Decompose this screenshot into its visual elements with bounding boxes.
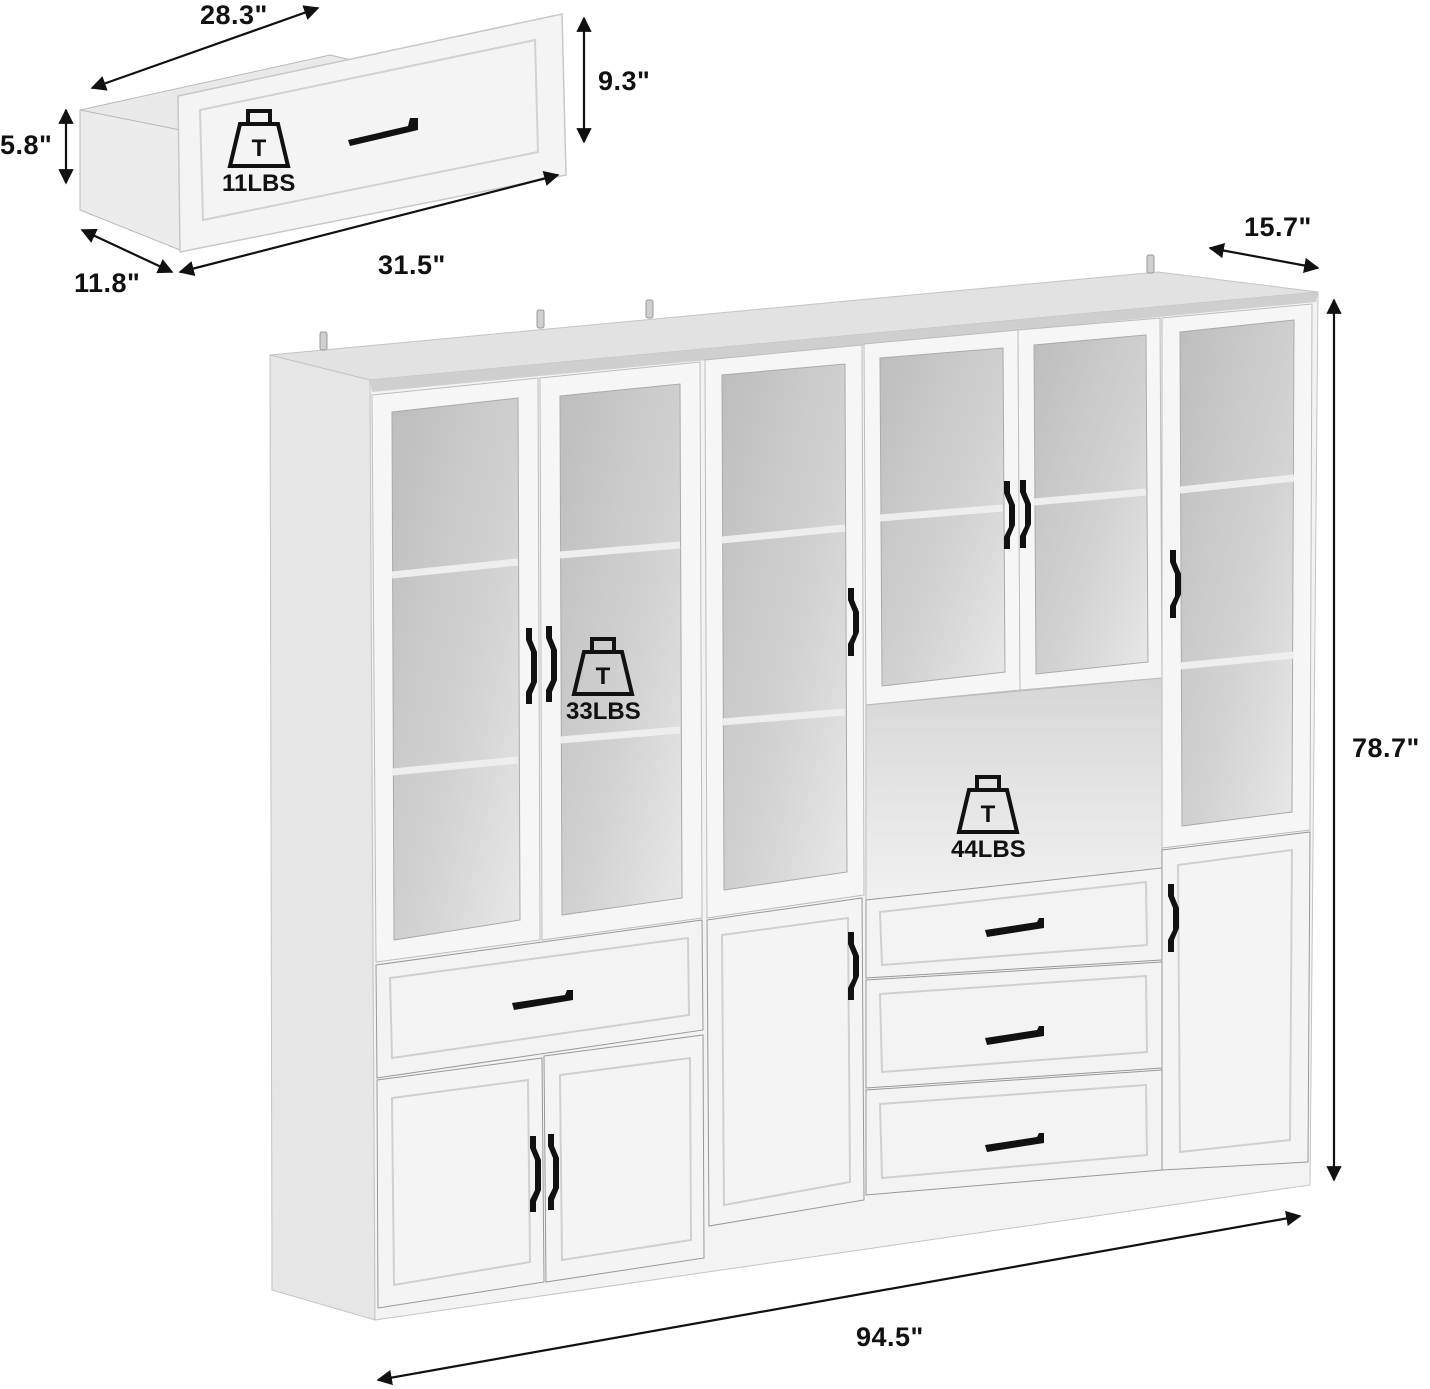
weight-icon: T (956, 775, 1020, 834)
weight-label: 11LBS (222, 170, 296, 197)
cabinet-dimension-lines (376, 242, 1342, 1386)
dim-label-drawer-inner-height: 5.8" (0, 130, 53, 160)
middle-tall-module (704, 344, 865, 1227)
dim-label-drawer-top-depth: 28.3" (200, 0, 268, 30)
weight-label: 33LBS (566, 698, 641, 725)
drawer-detail (79, 13, 567, 253)
wall-brackets (319, 254, 1155, 351)
weight-badge-open-shelf: T 44LBS (951, 774, 1026, 862)
dim-label-drawer-side-depth: 11.8" (74, 268, 141, 298)
drawer-handle (985, 1133, 1044, 1152)
dim-label-cabinet-height: 78.7" (1352, 733, 1420, 763)
dim-label-cabinet-width: 94.5" (856, 1322, 924, 1352)
dim-label-cabinet-depth: 15.7" (1244, 212, 1312, 242)
svg-text:T: T (596, 663, 611, 690)
weight-icon: T (227, 109, 291, 168)
dim-arrow-31-5 (178, 170, 560, 277)
dim-arrow-28-3 (90, 5, 320, 91)
drawer-handle (985, 918, 1044, 937)
svg-text:T: T (981, 801, 996, 828)
weight-icon: T (571, 637, 635, 696)
weight-label: 44LBS (951, 836, 1026, 863)
center-hutch (863, 317, 1163, 1196)
right-module (1161, 303, 1313, 1171)
drawer-dimension-lines (58, 5, 592, 277)
dim-arrow-11-8 (80, 228, 174, 274)
dim-arrow-94-5 (376, 1210, 1302, 1386)
door-handles (526, 480, 1181, 1212)
svg-text:T: T (251, 135, 266, 162)
drawer-handle (512, 990, 573, 1010)
dim-label-drawer-front-width: 31.5" (378, 250, 446, 280)
left-lower-section (375, 919, 705, 1309)
weight-badge-glass-shelf: T 33LBS (566, 636, 641, 724)
drawer-handle (985, 1026, 1044, 1045)
dim-arrow-15-7 (1208, 242, 1320, 274)
weight-badge-drawer: T 11LBS (222, 108, 295, 196)
dim-label-drawer-front-height: 9.3" (598, 66, 651, 96)
